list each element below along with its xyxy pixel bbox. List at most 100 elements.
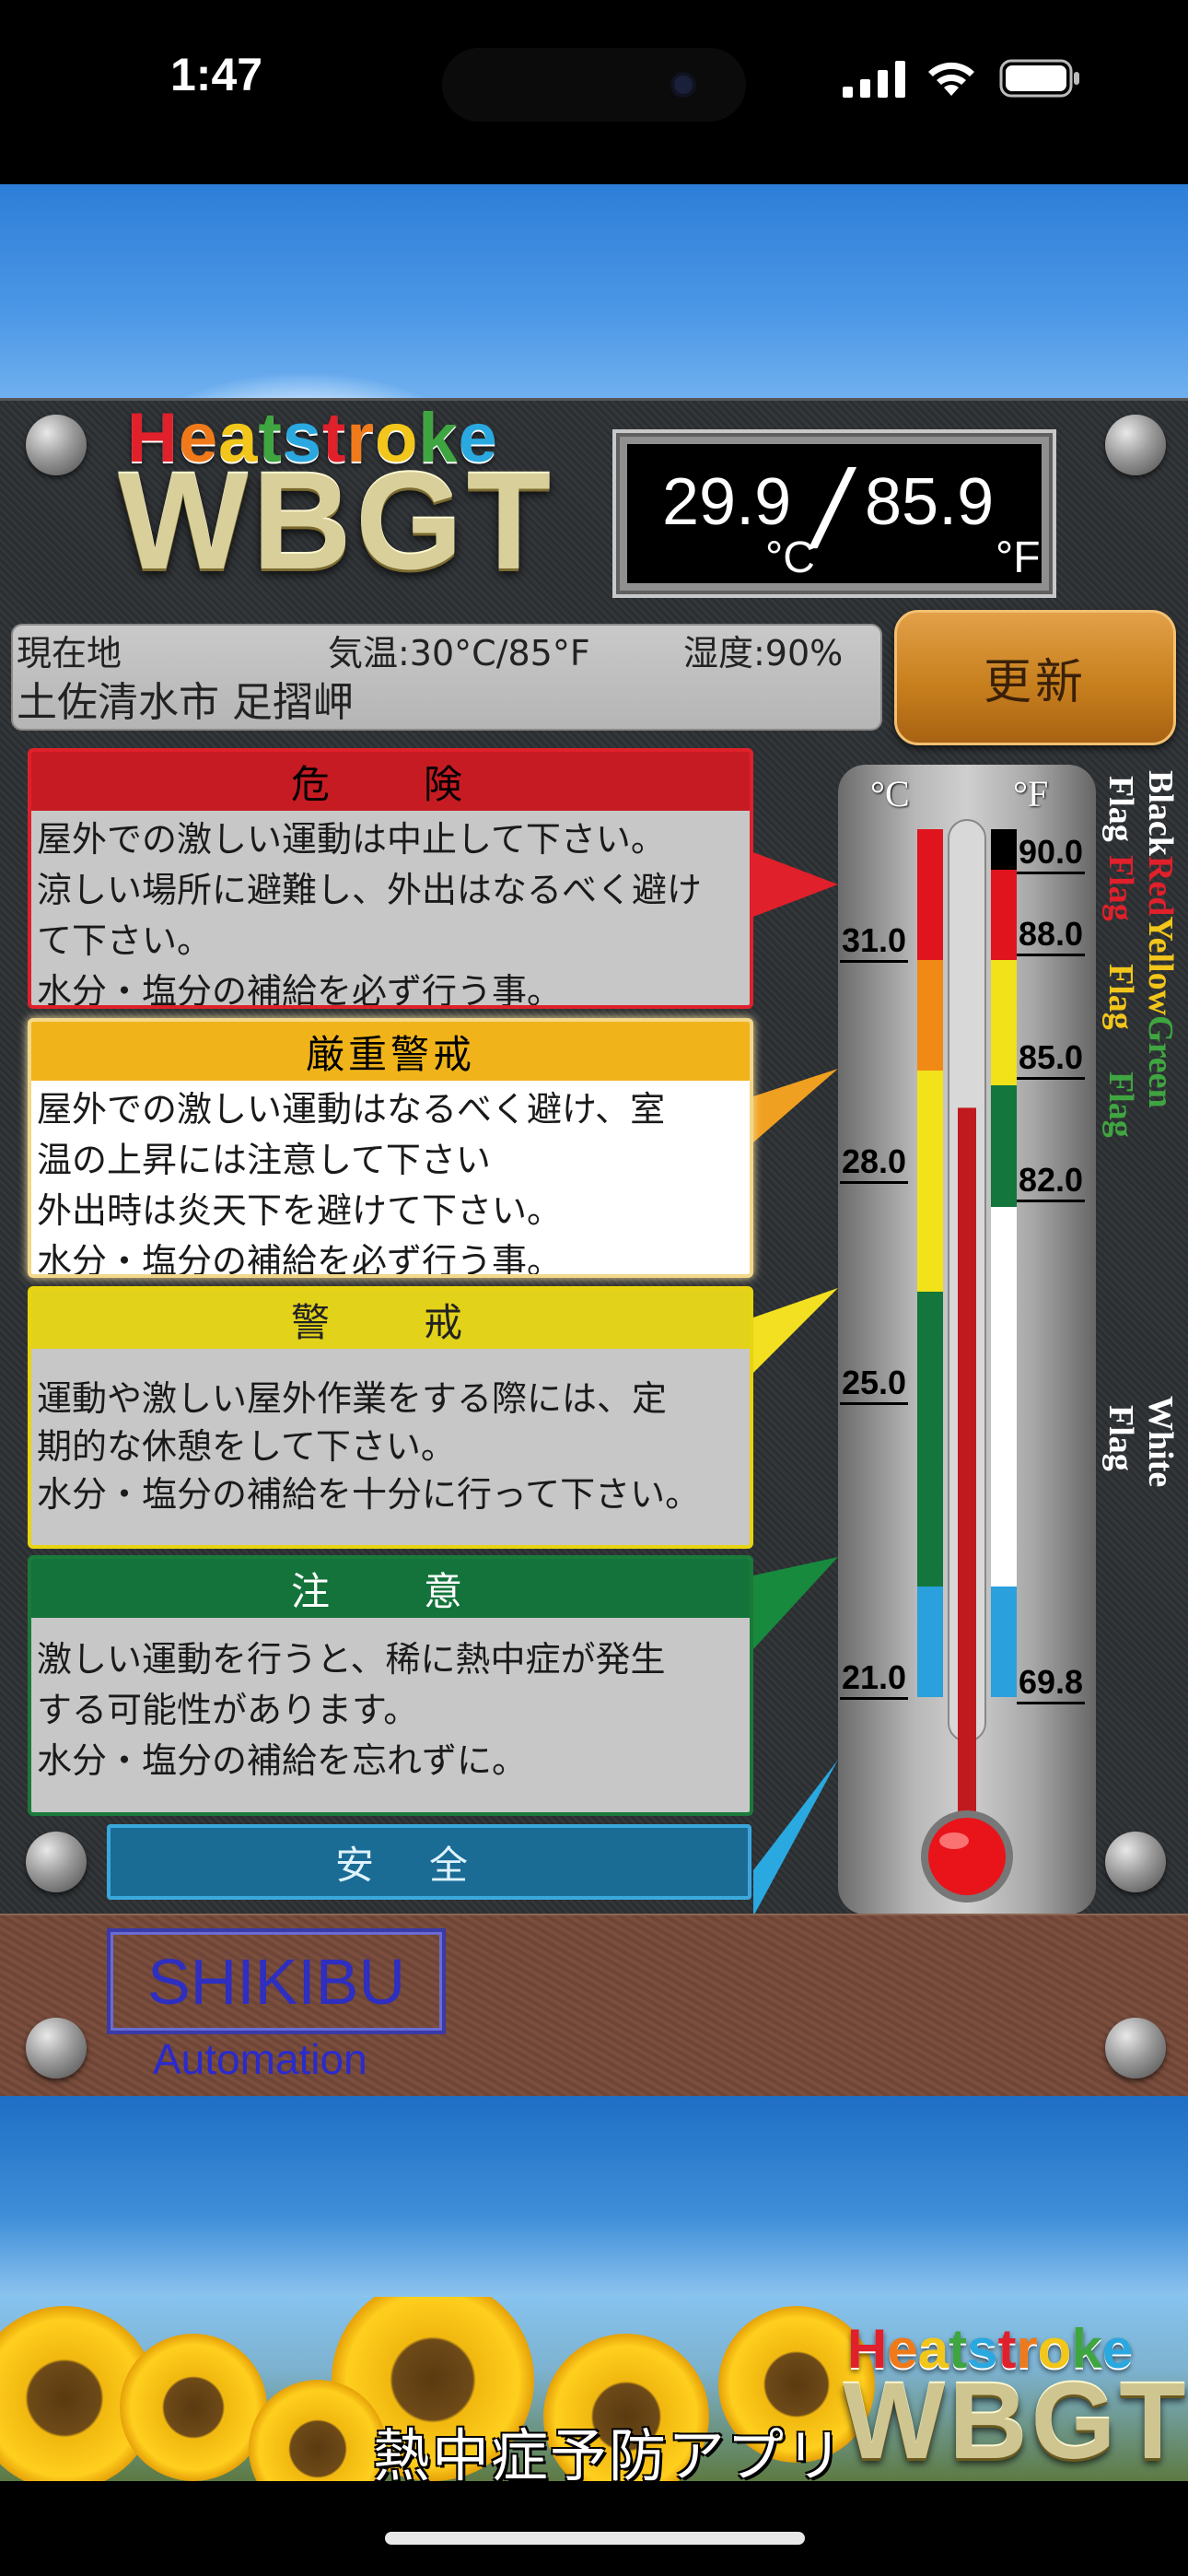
level-text: 屋外での激しい運動はなるべく避け、室	[37, 1089, 666, 1130]
logo-letter: t	[997, 2318, 1017, 2380]
bolt-icon	[1105, 415, 1166, 475]
level-text: 水分・塩分の補給を必ず行う事。	[37, 971, 563, 1009]
level-title-severe: 厳重警戒	[31, 1022, 750, 1081]
level-text: 涼しい場所に避難し、外出はなるべく避け	[37, 870, 703, 910]
banner-wbgt: WBGT	[843, 2360, 1188, 2482]
logo-letter: s	[967, 2318, 998, 2380]
tick-f: 82.0	[1017, 1161, 1086, 1202]
cellular-signal-icon	[843, 61, 905, 98]
bolt-icon	[26, 2018, 87, 2078]
level-text: 外出時は炎天下を避けて下さい。	[37, 1190, 563, 1231]
tick-c: 25.0	[840, 1364, 909, 1405]
level-text: 温の上昇には注意して下さい	[37, 1140, 491, 1180]
pointer-safe	[753, 1760, 838, 1916]
logo-heatstroke: Heatstroke	[127, 398, 498, 478]
banner-text: 熱中症予防アプリ	[373, 2422, 845, 2489]
logo-letter: H	[847, 2318, 888, 2380]
level-text: 水分・塩分の補給を必ず行う事。	[37, 1241, 563, 1278]
home-indicator[interactable]	[385, 2532, 805, 2545]
flag-word: Flag	[1101, 854, 1140, 921]
level-text: 激しい運動を行うと、稀に熱中症が発生	[37, 1639, 666, 1680]
level-title-caution: 注 意	[31, 1559, 750, 1618]
unit-celsius: °C	[765, 533, 815, 582]
level-card-warning: 警 戒 運動や激しい屋外作業をする際には、定 期的な休憩をして下さい。 水分・塩…	[28, 1286, 753, 1549]
tick-c: 21.0	[840, 1658, 909, 1700]
level-card-severe: 厳重警戒 屋外での激しい運動はなるべく避け、室 温の上昇には注意して下さい 外出…	[28, 1018, 753, 1278]
brand-band	[0, 1914, 1188, 2096]
logo-letter: t	[258, 399, 283, 477]
shikibu-automation: Automation	[153, 2035, 367, 2083]
battery-icon	[999, 59, 1079, 98]
location-label: 現在地	[17, 633, 122, 673]
home-area	[0, 2481, 1188, 2576]
logo-letter: a	[218, 399, 259, 477]
pointer-danger	[753, 852, 838, 917]
logo-letter: t	[949, 2318, 968, 2380]
tick-f: 88.0	[1017, 915, 1086, 956]
humidity: 湿度:90%	[683, 633, 844, 673]
flag-black: Black	[1141, 770, 1180, 856]
flag-word: Flag	[1101, 963, 1140, 1030]
flag-white-word: Flag	[1101, 1405, 1140, 1471]
shikibu-logo[interactable]: SHIKIBU	[107, 1928, 446, 2034]
logo-letter: t	[322, 399, 347, 477]
level-text: する可能性があります。	[37, 1690, 419, 1730]
sunflower-image	[249, 2380, 387, 2481]
dynamic-island	[442, 48, 746, 122]
logo-letter: e	[458, 399, 498, 477]
logo-letter: s	[282, 399, 323, 477]
sunflower-image	[718, 2306, 875, 2463]
level-text: 屋外での激しい運動は中止して下さい。	[37, 819, 666, 860]
sunflower-image	[543, 2334, 709, 2481]
thermometer-bulb	[928, 1818, 1006, 1895]
pointer-severe	[753, 1069, 838, 1142]
level-text: 水分・塩分の補給を十分に行って下さい。	[37, 1474, 701, 1515]
status-time: 1:47	[170, 49, 263, 100]
level-title-danger: 危 険	[31, 752, 750, 811]
bolt-icon	[26, 1832, 87, 1892]
logo-letter: k	[1071, 2318, 1102, 2380]
flag-word: Flag	[1101, 1071, 1140, 1139]
sky-header-image	[0, 184, 1188, 398]
flag-white: White	[1141, 1396, 1180, 1488]
level-text: 期的な休憩をして下さい。	[37, 1426, 456, 1467]
flag-yellow: Yellow	[1141, 916, 1180, 1016]
wbgt-fahrenheit: 85.9	[865, 465, 995, 539]
logo-letter: o	[1037, 2318, 1072, 2380]
mercury-column	[958, 1107, 976, 1824]
wbgt-celsius: 29.9	[662, 465, 792, 539]
logo-letter: r	[1016, 2318, 1038, 2380]
banner-heatstroke: Heatstroke	[847, 2317, 1133, 2381]
bolt-icon	[1105, 2018, 1166, 2078]
logo-letter: a	[917, 2318, 949, 2380]
tick-f: 90.0	[1017, 833, 1086, 874]
logo-letter: k	[418, 399, 459, 477]
flag-green: Green	[1141, 1015, 1180, 1108]
update-button[interactable]: 更新	[894, 610, 1176, 745]
flag-legend-col1: BlackRedYellowGreen	[1140, 770, 1181, 1108]
pointer-caution	[753, 1557, 838, 1649]
thermo-unit-c: °C	[870, 773, 910, 814]
flag-word: Flag	[1101, 776, 1140, 842]
logo-letter: H	[127, 399, 179, 477]
air-temperature: 気温:30°C/85°F	[328, 633, 590, 673]
pointer-warning	[753, 1288, 838, 1373]
logo-letter: o	[374, 399, 419, 477]
flag-red: Red	[1141, 855, 1180, 917]
logo-letter: e	[1101, 2318, 1134, 2380]
ad-banner[interactable]	[0, 2297, 1188, 2481]
level-card-caution: 注 意 激しい運動を行うと、稀に熱中症が発生 する可能性があります。 水分・塩分…	[28, 1555, 753, 1816]
logo-letter: r	[346, 399, 375, 477]
level-card-safe: 安全	[107, 1824, 751, 1900]
flag-legend-col2: FlagFlagFlagFlag	[1101, 776, 1141, 1138]
logo-letter: e	[887, 2318, 918, 2380]
level-text: 水分・塩分の補給を忘れずに。	[37, 1740, 528, 1781]
level-card-danger: 危 険 屋外での激しい運動は中止して下さい。 涼しい場所に避難し、外出はなるべく…	[28, 748, 753, 1009]
wbgt-display: 29.9 / 85.9 °C °F	[612, 429, 1056, 598]
level-title-warning: 警 戒	[31, 1290, 750, 1349]
location-bar	[11, 624, 882, 731]
tick-c: 28.0	[840, 1142, 909, 1184]
location-city: 土佐清水市 足摺岬	[17, 679, 354, 726]
tick-c: 31.0	[840, 921, 909, 963]
thermometer-scale	[917, 819, 1017, 1903]
